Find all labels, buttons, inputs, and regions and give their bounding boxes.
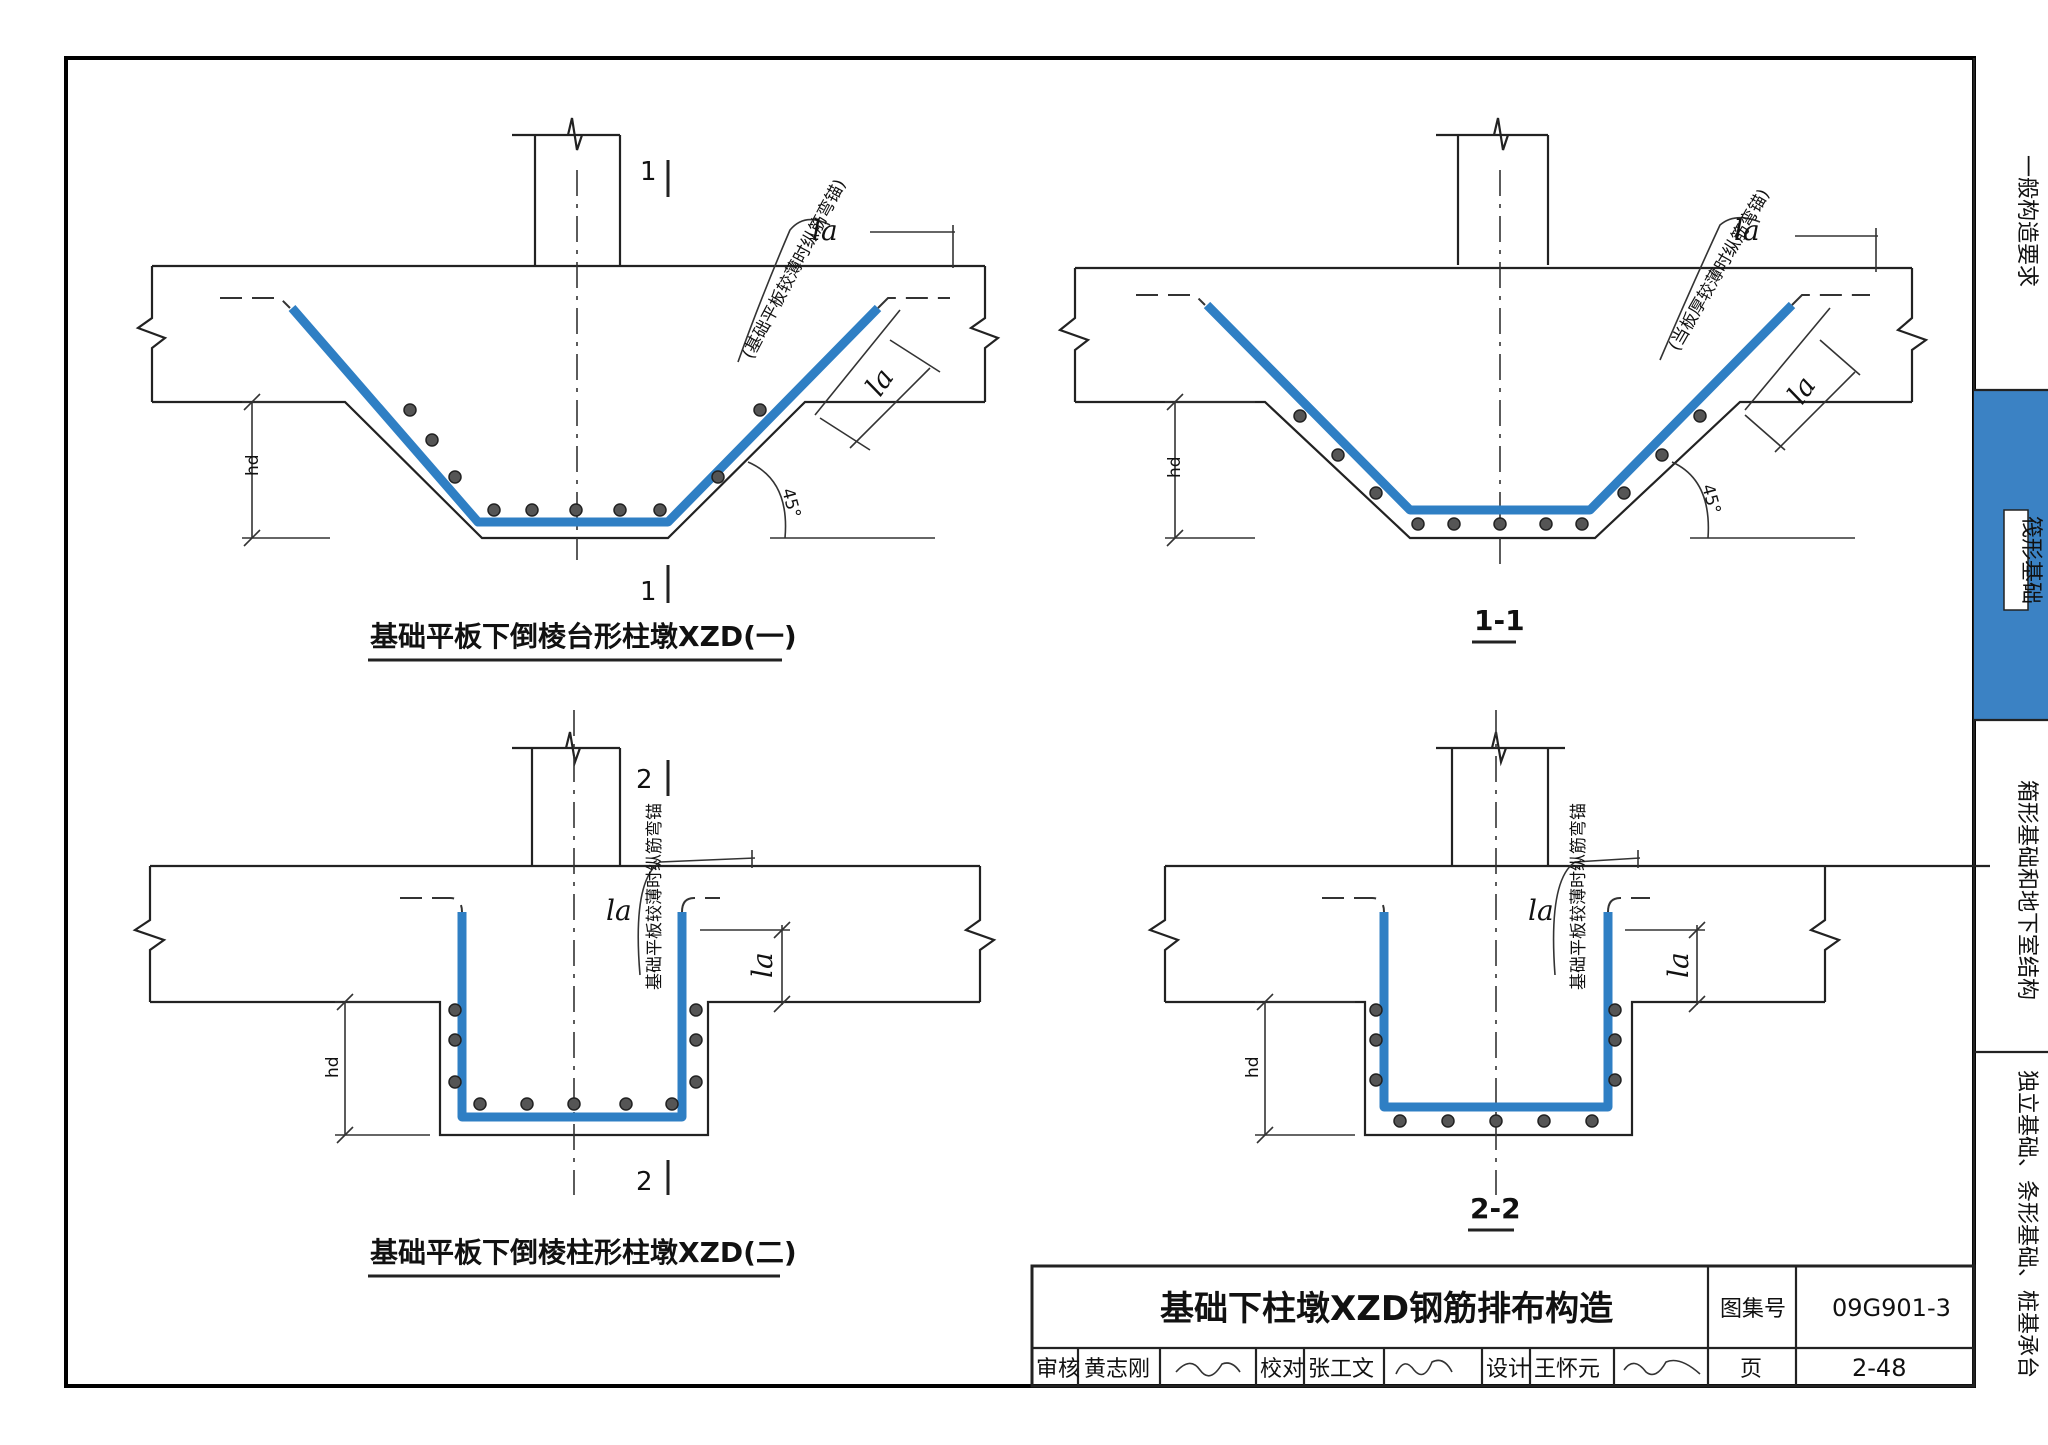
designer-name: 王怀元 xyxy=(1534,1357,1600,1382)
dim-hd-1: hd xyxy=(243,454,263,476)
dim-la-s1-diag: la xyxy=(1781,370,1823,410)
dim-la-s2-top: la xyxy=(1528,894,1554,927)
signature-designer xyxy=(1623,1359,1701,1376)
dim-hd-2: hd xyxy=(323,1056,343,1078)
detail-2-inverted-prism-pier xyxy=(132,710,997,1195)
dim-la-1-diag: la xyxy=(859,362,901,402)
section-mark-2-bottom: 2 xyxy=(636,1167,653,1197)
check-label: 校对 xyxy=(1260,1357,1304,1382)
atlas-label: 图集号 xyxy=(1720,1297,1786,1322)
title-section-1-1: 1-1 xyxy=(1474,604,1525,637)
angle-45-1: 45° xyxy=(777,486,804,520)
dim-hd-s2: hd xyxy=(1243,1056,1263,1078)
side-tab-box-basement[interactable]: 箱形基础和地下室结构 xyxy=(2014,780,2039,1000)
title-detail-2: 基础平板下倒棱柱形柱墩XZD(二) xyxy=(370,1236,797,1269)
page-number: 2-48 xyxy=(1852,1354,1906,1382)
note-1: (基础平板较薄时纵筋弯锚) xyxy=(739,176,851,362)
detail-1-inverted-frustum-pier xyxy=(135,117,1001,603)
section-mark-1-top: 1 xyxy=(640,157,657,187)
section-1-1 xyxy=(1057,117,1929,565)
side-tab-raft[interactable]: 筏形基础 xyxy=(2018,516,2043,604)
review-label: 审核 xyxy=(1036,1357,1080,1382)
dim-la-s1-top: la xyxy=(1734,214,1760,247)
section-mark-1-bottom: 1 xyxy=(640,577,657,607)
title-detail-1: 基础平板下倒棱台形柱墩XZD(一) xyxy=(370,620,797,653)
drawing-frame xyxy=(64,56,1976,1388)
dim-la-2-top: la xyxy=(606,894,632,927)
drawing-title: 基础下柱墩XZD钢筋排布构造 xyxy=(1160,1289,1613,1329)
title-section-2-2: 2-2 xyxy=(1470,1192,1521,1225)
signature-reviewer xyxy=(1175,1362,1241,1377)
angle-45-s1: 45° xyxy=(1697,482,1724,516)
note-s2: 基础平板较薄时纵筋弯锚 xyxy=(1569,803,1589,990)
title-block xyxy=(1030,1264,1976,1388)
page-label: 页 xyxy=(1740,1357,1762,1382)
note-s1: (当板厚较薄时纵筋弯锚) xyxy=(1665,186,1774,355)
dim-la-2-side: la xyxy=(746,952,779,978)
dim-hd-s1: hd xyxy=(1165,456,1185,478)
side-tabs xyxy=(1972,58,2048,1386)
dim-la-1-top: la xyxy=(812,214,838,247)
side-tab-isolated-strip-pile[interactable]: 独立基础、条形基础、桩基承台 xyxy=(2014,1070,2039,1378)
design-label: 设计 xyxy=(1486,1357,1530,1382)
signature-checker xyxy=(1395,1359,1453,1376)
note-2: 基础平板较薄时纵筋弯锚 xyxy=(645,803,665,990)
section-mark-2-top: 2 xyxy=(636,765,653,795)
side-tab-general[interactable]: 一般构造要求 xyxy=(2014,155,2039,287)
atlas-number: 09G901-3 xyxy=(1832,1294,1951,1322)
dim-la-s2-side: la xyxy=(1662,952,1695,978)
checker-name: 张工文 xyxy=(1308,1357,1374,1382)
reviewer-name: 黄志刚 xyxy=(1084,1357,1150,1382)
section-2-2 xyxy=(1147,710,1990,1195)
